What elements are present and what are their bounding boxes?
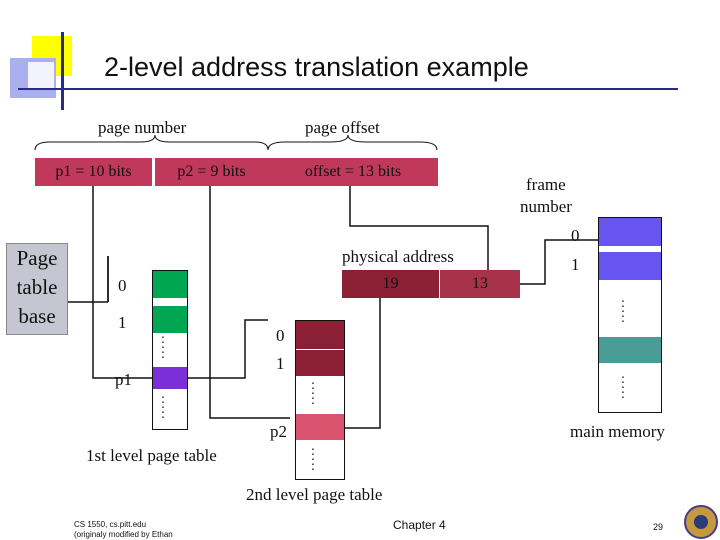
p1-field-text: p1 = 10 bits: [55, 163, 132, 180]
mm-frame-1: [599, 252, 661, 280]
slide-title: 2-level address translation example: [104, 52, 529, 82]
footer-course: CS 1550, cs.pitt.edu (originaly modified…: [74, 520, 173, 540]
l1-ellipsis-top: ·····: [160, 331, 166, 366]
l2-index-0: 0: [276, 326, 285, 345]
mm-frame-19: [599, 337, 661, 363]
ptb-line1: Page: [16, 246, 58, 270]
l1-index-0: 0: [118, 276, 127, 295]
p2-field: p2 = 9 bits: [155, 158, 268, 186]
l1-entry-1: [153, 306, 187, 333]
ptb-line3: base: [18, 304, 56, 328]
l2-entry-p2: [296, 414, 344, 440]
decor-white-square: [28, 62, 54, 88]
l1-index-p1: p1: [115, 370, 132, 389]
pa-frame-box: 19: [342, 270, 439, 298]
l2-entry-0: [296, 321, 344, 349]
university-seal-icon: [684, 505, 718, 539]
frame-number-label-2: number: [520, 197, 572, 216]
l2-ellipsis-top: ·····: [310, 377, 316, 412]
mm-caption: main memory: [570, 422, 665, 441]
footer-page-number: 29: [653, 522, 664, 532]
ptb-line2: table: [16, 275, 58, 299]
offset-field-text: offset = 13 bits: [304, 163, 402, 180]
offset-field: offset = 13 bits: [268, 158, 438, 186]
physical-address-label: physical address: [342, 247, 454, 266]
pa-offset-box: 13: [440, 270, 520, 298]
mm-frame-0: [599, 218, 661, 246]
l1-entry-0: [153, 271, 187, 298]
footer-line1: CS 1550, cs.pitt.edu: [74, 520, 147, 529]
l1-ellipsis-bottom: ·····: [160, 391, 166, 426]
l2-index-p2: p2: [270, 422, 287, 441]
mm-index-0: 0: [571, 226, 580, 245]
page-table-base-box: Page table base: [6, 243, 68, 335]
decor-hline: [18, 88, 678, 90]
main-memory: [598, 217, 662, 413]
decor-vline: [61, 32, 64, 110]
page-number-label: page number: [98, 118, 187, 137]
page-offset-label: page offset: [305, 118, 380, 137]
mm-ellipsis-bottom: ·····: [620, 371, 626, 406]
l1-entry-p1: [153, 367, 187, 389]
frame-number-label-1: frame: [526, 175, 566, 194]
pa-offset-value: 13: [472, 275, 488, 292]
mm-index-1: 1: [571, 255, 580, 274]
l2-entry-1: [296, 350, 344, 376]
l2-caption: 2nd level page table: [246, 485, 383, 504]
p2-field-text: p2 = 9 bits: [177, 163, 246, 180]
mm-ellipsis-top: ·····: [620, 295, 626, 330]
footer-line2: (originaly modified by Ethan: [74, 530, 173, 539]
l1-caption: 1st level page table: [86, 446, 217, 465]
p1-field: p1 = 10 bits: [35, 158, 152, 186]
l2-index-1: 1: [276, 354, 285, 373]
footer-chapter: Chapter 4: [393, 518, 446, 532]
l1-index-1: 1: [118, 313, 127, 332]
pa-frame-value: 19: [382, 275, 399, 292]
l2-ellipsis-bottom: ·····: [310, 443, 316, 478]
